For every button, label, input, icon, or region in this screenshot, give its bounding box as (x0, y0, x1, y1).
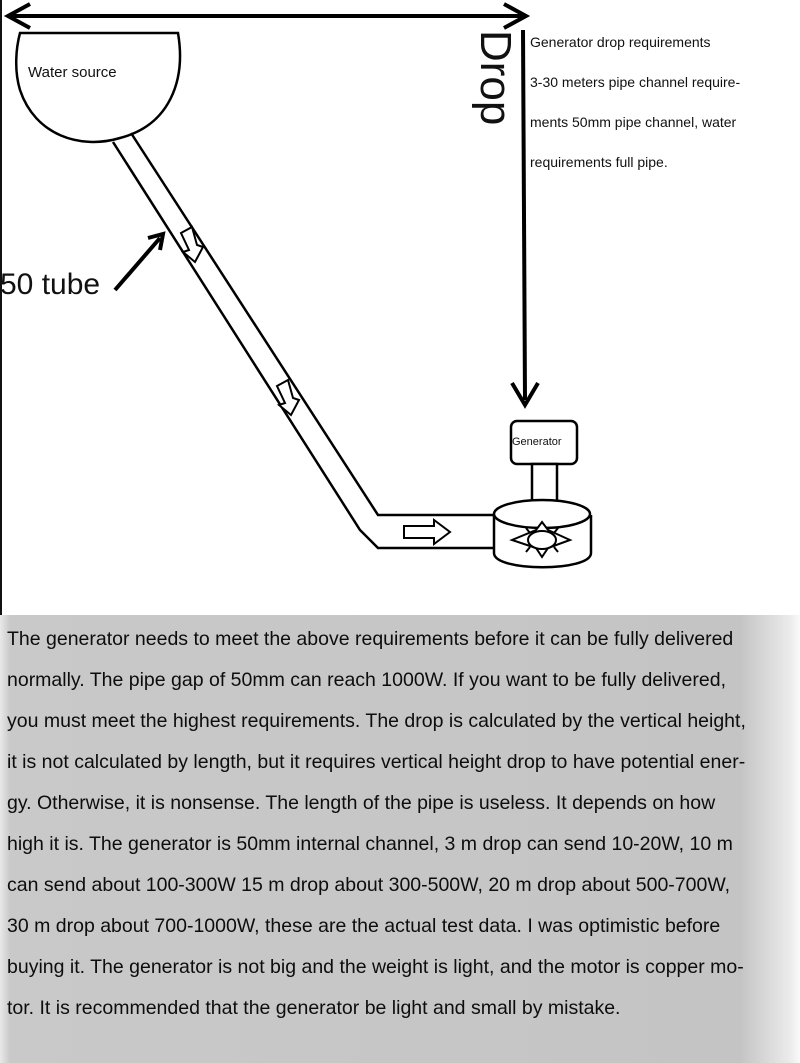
requirements-line: ments 50mm pipe channel, water (530, 114, 737, 130)
tube-label: 50 tube (0, 268, 101, 301)
description-line: buying it. The generator is not big and … (7, 956, 744, 978)
description-background (0, 615, 800, 1063)
description-line: high it is. The generator is 50mm intern… (7, 833, 733, 855)
description-line: The generator needs to meet the above re… (7, 628, 734, 650)
generator-requirements-note: Generator drop requirements 3-30 meters … (530, 22, 762, 182)
description-line: you must meet the highest requirements. … (7, 710, 746, 732)
frame-border (0, 0, 2, 615)
water-bowl (15, 31, 182, 144)
water-source-label: Water source (28, 64, 117, 81)
description-line: gy. Otherwise, it is nonsense. The lengt… (7, 792, 716, 814)
requirements-line: requirements full pipe. (530, 154, 668, 170)
turbine-wheel-icon (509, 520, 573, 559)
double-arrow-icon (3, 2, 531, 30)
pipe (111, 132, 495, 550)
hydro-generator-diagram: Water source 50 tube Drop Generator Gene… (0, 0, 762, 615)
generator-label: Generator (512, 436, 562, 448)
tube-pointer-arrow (113, 231, 166, 292)
flow-arrow-icon (179, 225, 452, 546)
diagram-drawing (3, 2, 593, 569)
description-line: can send about 100-300W 15 m drop about … (7, 874, 731, 896)
requirements-line: 3-30 meters pipe channel require- (530, 74, 741, 90)
description-line: it is not calculated by length, but it r… (7, 751, 746, 773)
requirements-line: Generator drop requirements (530, 34, 711, 50)
drop-arrow-icon (510, 29, 540, 409)
description-line: 30 m drop about 700-1000W, these are the… (7, 915, 721, 937)
description-line: normally. The pipe gap of 50mm can reach… (7, 669, 727, 691)
description-text: The generator needs to meet the above re… (0, 619, 790, 1029)
description-line: tor. It is recommended that the generato… (7, 997, 621, 1019)
drop-label: Drop (471, 30, 520, 126)
